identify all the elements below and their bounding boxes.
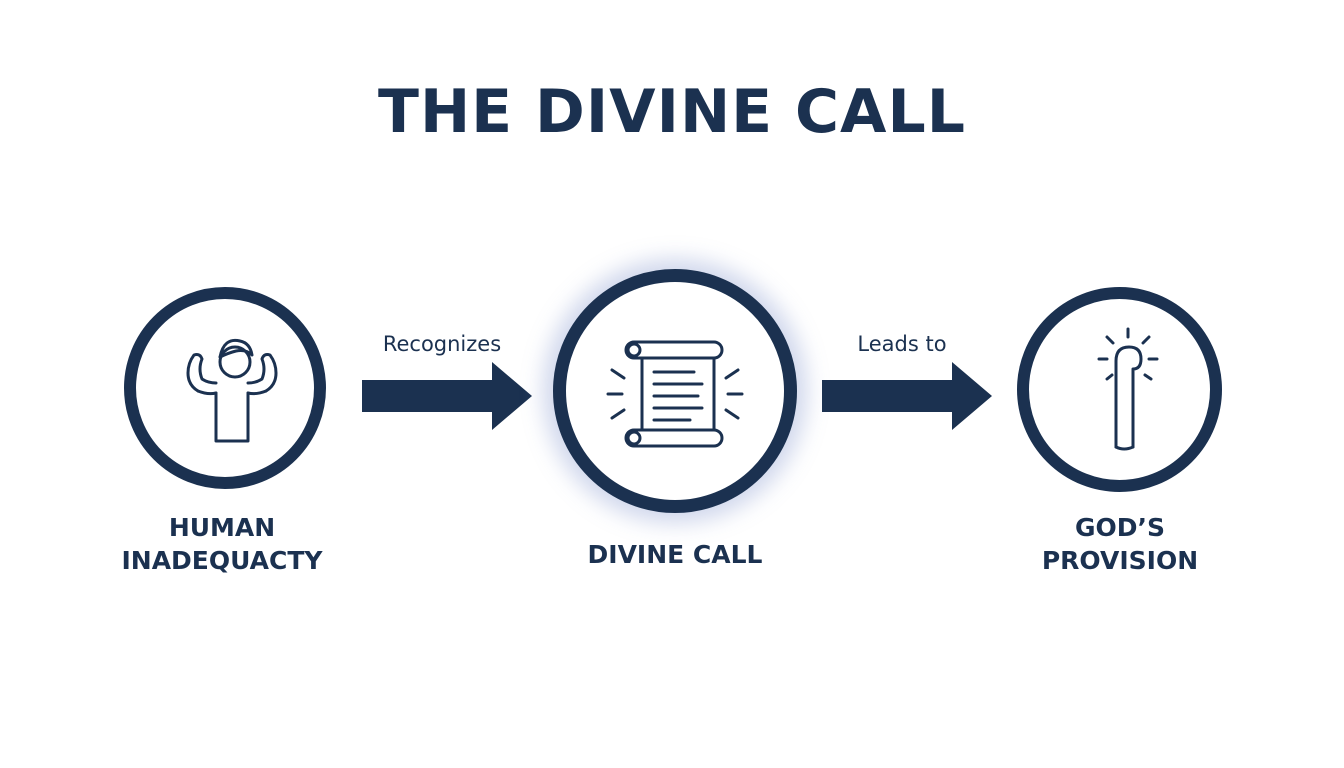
diagram-title: THE DIVINE CALL (378, 77, 966, 147)
edge-label-recognizes: Recognizes (382, 332, 502, 356)
person-icon (186, 338, 278, 443)
scroll-icon (606, 340, 744, 448)
node-label-human-line1: HUMAN (168, 513, 276, 542)
node-human-inadequacy (124, 287, 326, 489)
node-label-gods-provision: GOD’S PROVISION (1000, 511, 1240, 577)
edge-label-leads-to: Leads to (857, 332, 947, 356)
node-label-provision-line2: PROVISION (1041, 546, 1199, 575)
node-divine-call (553, 269, 797, 513)
arrow-right-icon (362, 362, 532, 430)
node-label-provision-line1: GOD’S (1074, 513, 1166, 542)
arrow-right-icon (822, 362, 992, 430)
node-label-human-inadequacy: HUMAN INADEQUACTY (102, 511, 342, 577)
node-label-divine-call: DIVINE CALL (587, 540, 763, 569)
node-gods-provision (1017, 287, 1222, 492)
node-label-human-line2: INADEQUACTY (121, 546, 323, 575)
staff-icon (1097, 327, 1159, 451)
